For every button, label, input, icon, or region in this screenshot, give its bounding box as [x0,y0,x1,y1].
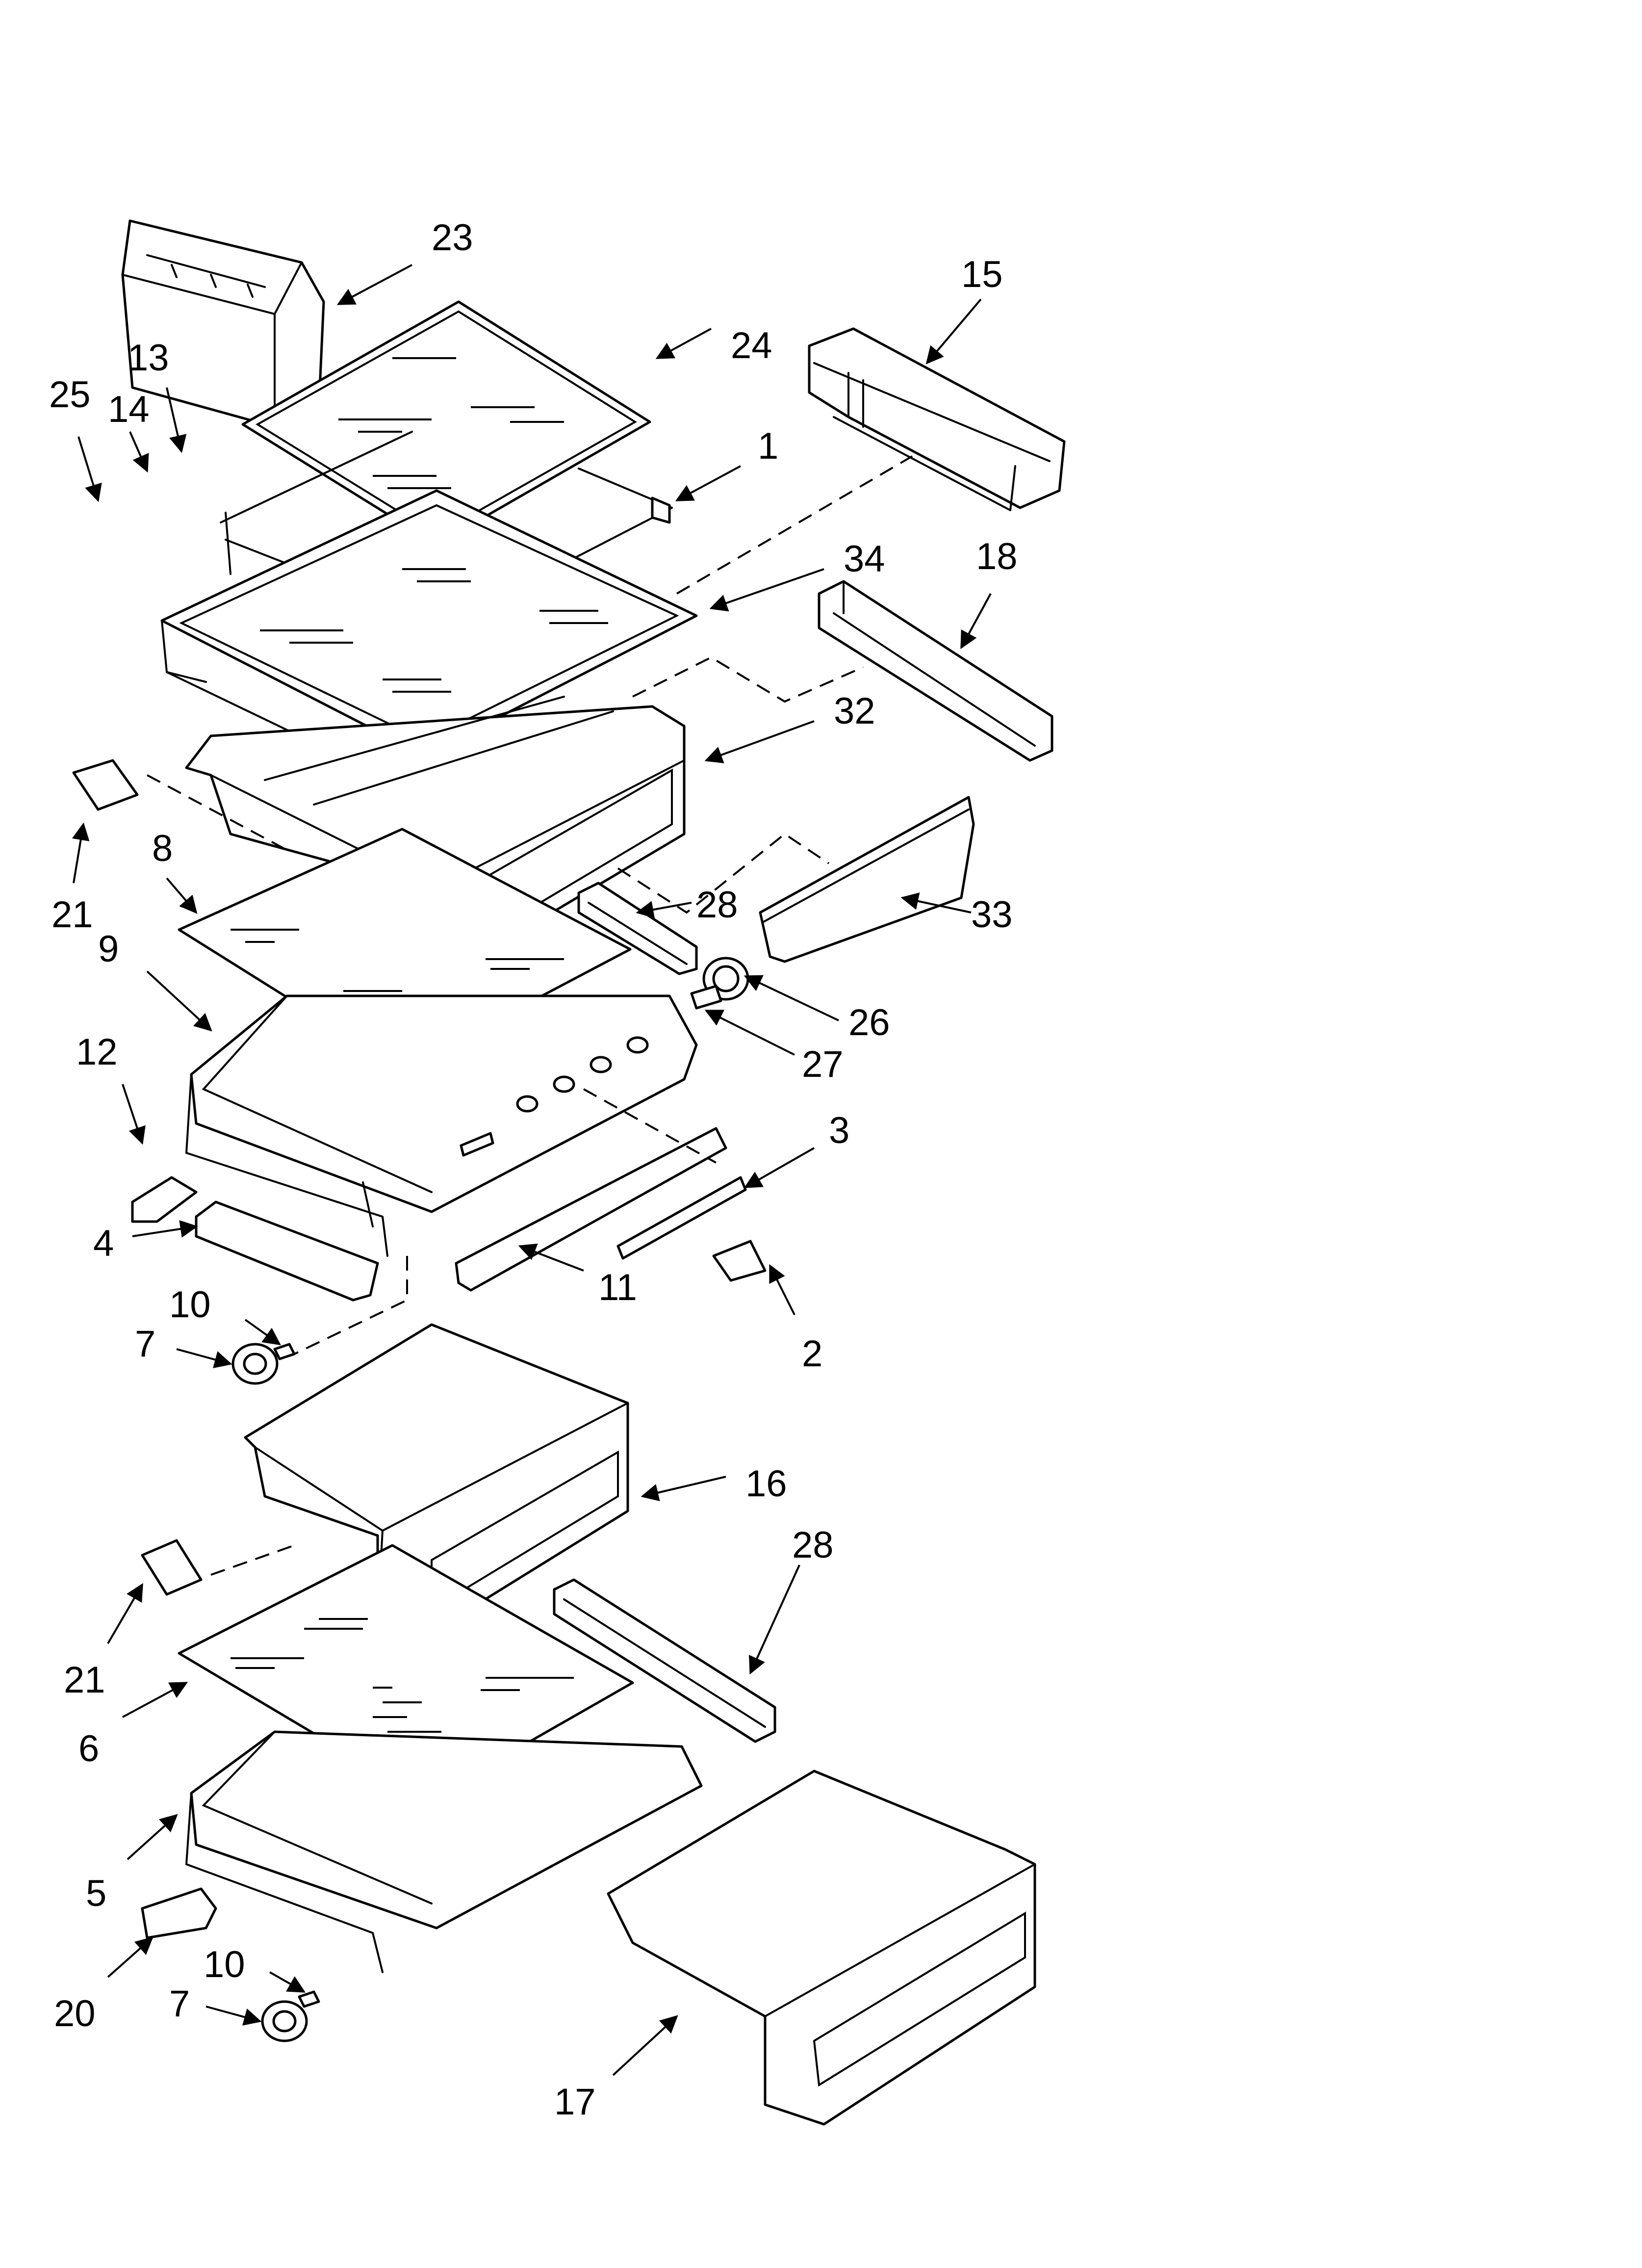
callout-10-lower: 10 [204,1944,245,1985]
callout-7-upper: 7 [135,1323,155,1365]
callout-4: 4 [93,1223,114,1264]
part-28-slide-rail [577,882,698,975]
callout-labels: 23 15 24 13 25 14 1 34 18 32 8 21 28 33 … [49,217,1018,2123]
callout-7-lower: 7 [169,1983,190,2025]
part-27-screw [690,985,722,1010]
callout-3: 3 [829,1110,849,1151]
part-10-screw-lower [298,1990,320,2008]
callout-11: 11 [598,1267,637,1308]
part-7-roller [231,1343,279,1385]
callout-13: 13 [128,337,169,379]
part-10-screw [273,1343,296,1360]
callout-1: 1 [758,425,778,467]
callout-9: 9 [98,928,119,970]
callout-32: 32 [834,690,875,732]
callout-8: 8 [152,828,173,869]
callout-16: 16 [745,1463,787,1505]
callout-34: 34 [844,538,885,580]
callout-10-upper: 10 [169,1284,211,1326]
callout-20: 20 [54,1993,96,2034]
callout-28-upper: 28 [696,884,738,926]
part-17-drawer [607,1770,1036,2126]
callout-6: 6 [78,1728,99,1770]
part-5-crisper-frame [185,1730,703,1973]
assembly-lines [147,455,913,1576]
part-33-cover [759,796,975,963]
callout-17: 17 [554,2081,596,2123]
part-7-roller-lower [261,2000,308,2042]
leader-lines [72,264,992,2076]
part-20-cover [141,1887,217,1939]
part-15-control-housing [808,327,1066,511]
part-21-bracket [72,759,139,811]
callout-23: 23 [432,217,473,259]
part-24-glass-shelf [241,300,651,546]
part-2-clip [712,1240,767,1282]
callout-33: 33 [971,894,1013,936]
part-3-bracket [616,1176,747,1260]
part-4-handle [195,1200,379,1302]
callout-2: 2 [802,1333,822,1375]
part-21-bracket-lower [141,1539,203,1596]
callout-15: 15 [961,254,1003,295]
callout-27: 27 [802,1043,844,1085]
part-28-slide-rail-lower [553,1578,776,1743]
part-18-rail [818,580,1053,762]
callout-28-lower: 28 [792,1524,834,1566]
callout-21-lower: 21 [64,1659,105,1701]
callout-21-upper: 21 [51,894,93,936]
part-9-crisper-frame [185,994,698,1257]
callout-18: 18 [976,536,1018,577]
callout-12: 12 [76,1031,118,1073]
callout-26: 26 [848,1002,890,1043]
part-12-clip [131,1176,198,1223]
callout-24: 24 [731,325,772,366]
callout-14: 14 [108,389,150,430]
callout-25: 25 [49,374,91,416]
callout-5: 5 [86,1873,106,1914]
